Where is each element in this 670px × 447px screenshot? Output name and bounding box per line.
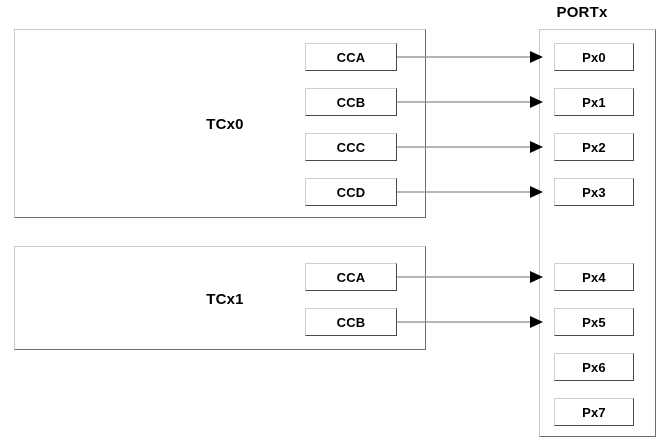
channel-box-tcx1-ccb: CCB (305, 308, 397, 336)
timer-label-tcx0: TCx0 (206, 116, 244, 133)
pin-box-px0: Px0 (554, 43, 634, 71)
pin-box-px4: Px4 (554, 263, 634, 291)
timer-label-tcx1: TCx1 (206, 291, 244, 308)
pin-box-px1: Px1 (554, 88, 634, 116)
channel-box-tcx0-cca: CCA (305, 43, 397, 71)
pin-box-px2: Px2 (554, 133, 634, 161)
channel-box-tcx0-ccc: CCC (305, 133, 397, 161)
port-title: PORTx (556, 4, 608, 21)
pin-box-px3: Px3 (554, 178, 634, 206)
pin-box-px6: Px6 (554, 353, 634, 381)
pin-box-px5: Px5 (554, 308, 634, 336)
channel-box-tcx1-cca: CCA (305, 263, 397, 291)
channel-box-tcx0-ccb: CCB (305, 88, 397, 116)
channel-box-tcx0-ccd: CCD (305, 178, 397, 206)
pin-box-px7: Px7 (554, 398, 634, 426)
